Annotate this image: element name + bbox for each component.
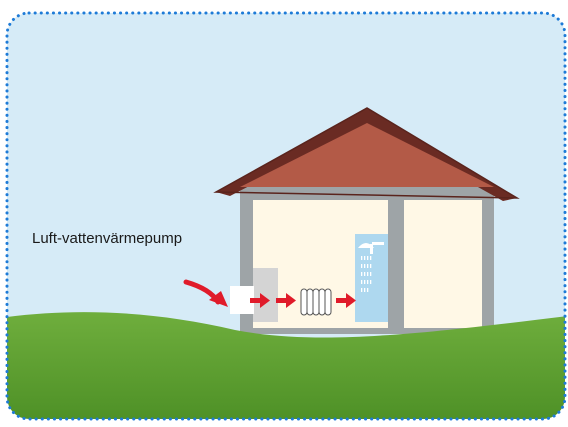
- radiator-icon: [301, 289, 331, 315]
- shower-icon: [355, 234, 388, 322]
- indoor-unit: [253, 268, 278, 322]
- room-right: [404, 200, 482, 328]
- heat-pump-label: Luft-vattenvärmepump: [32, 230, 182, 247]
